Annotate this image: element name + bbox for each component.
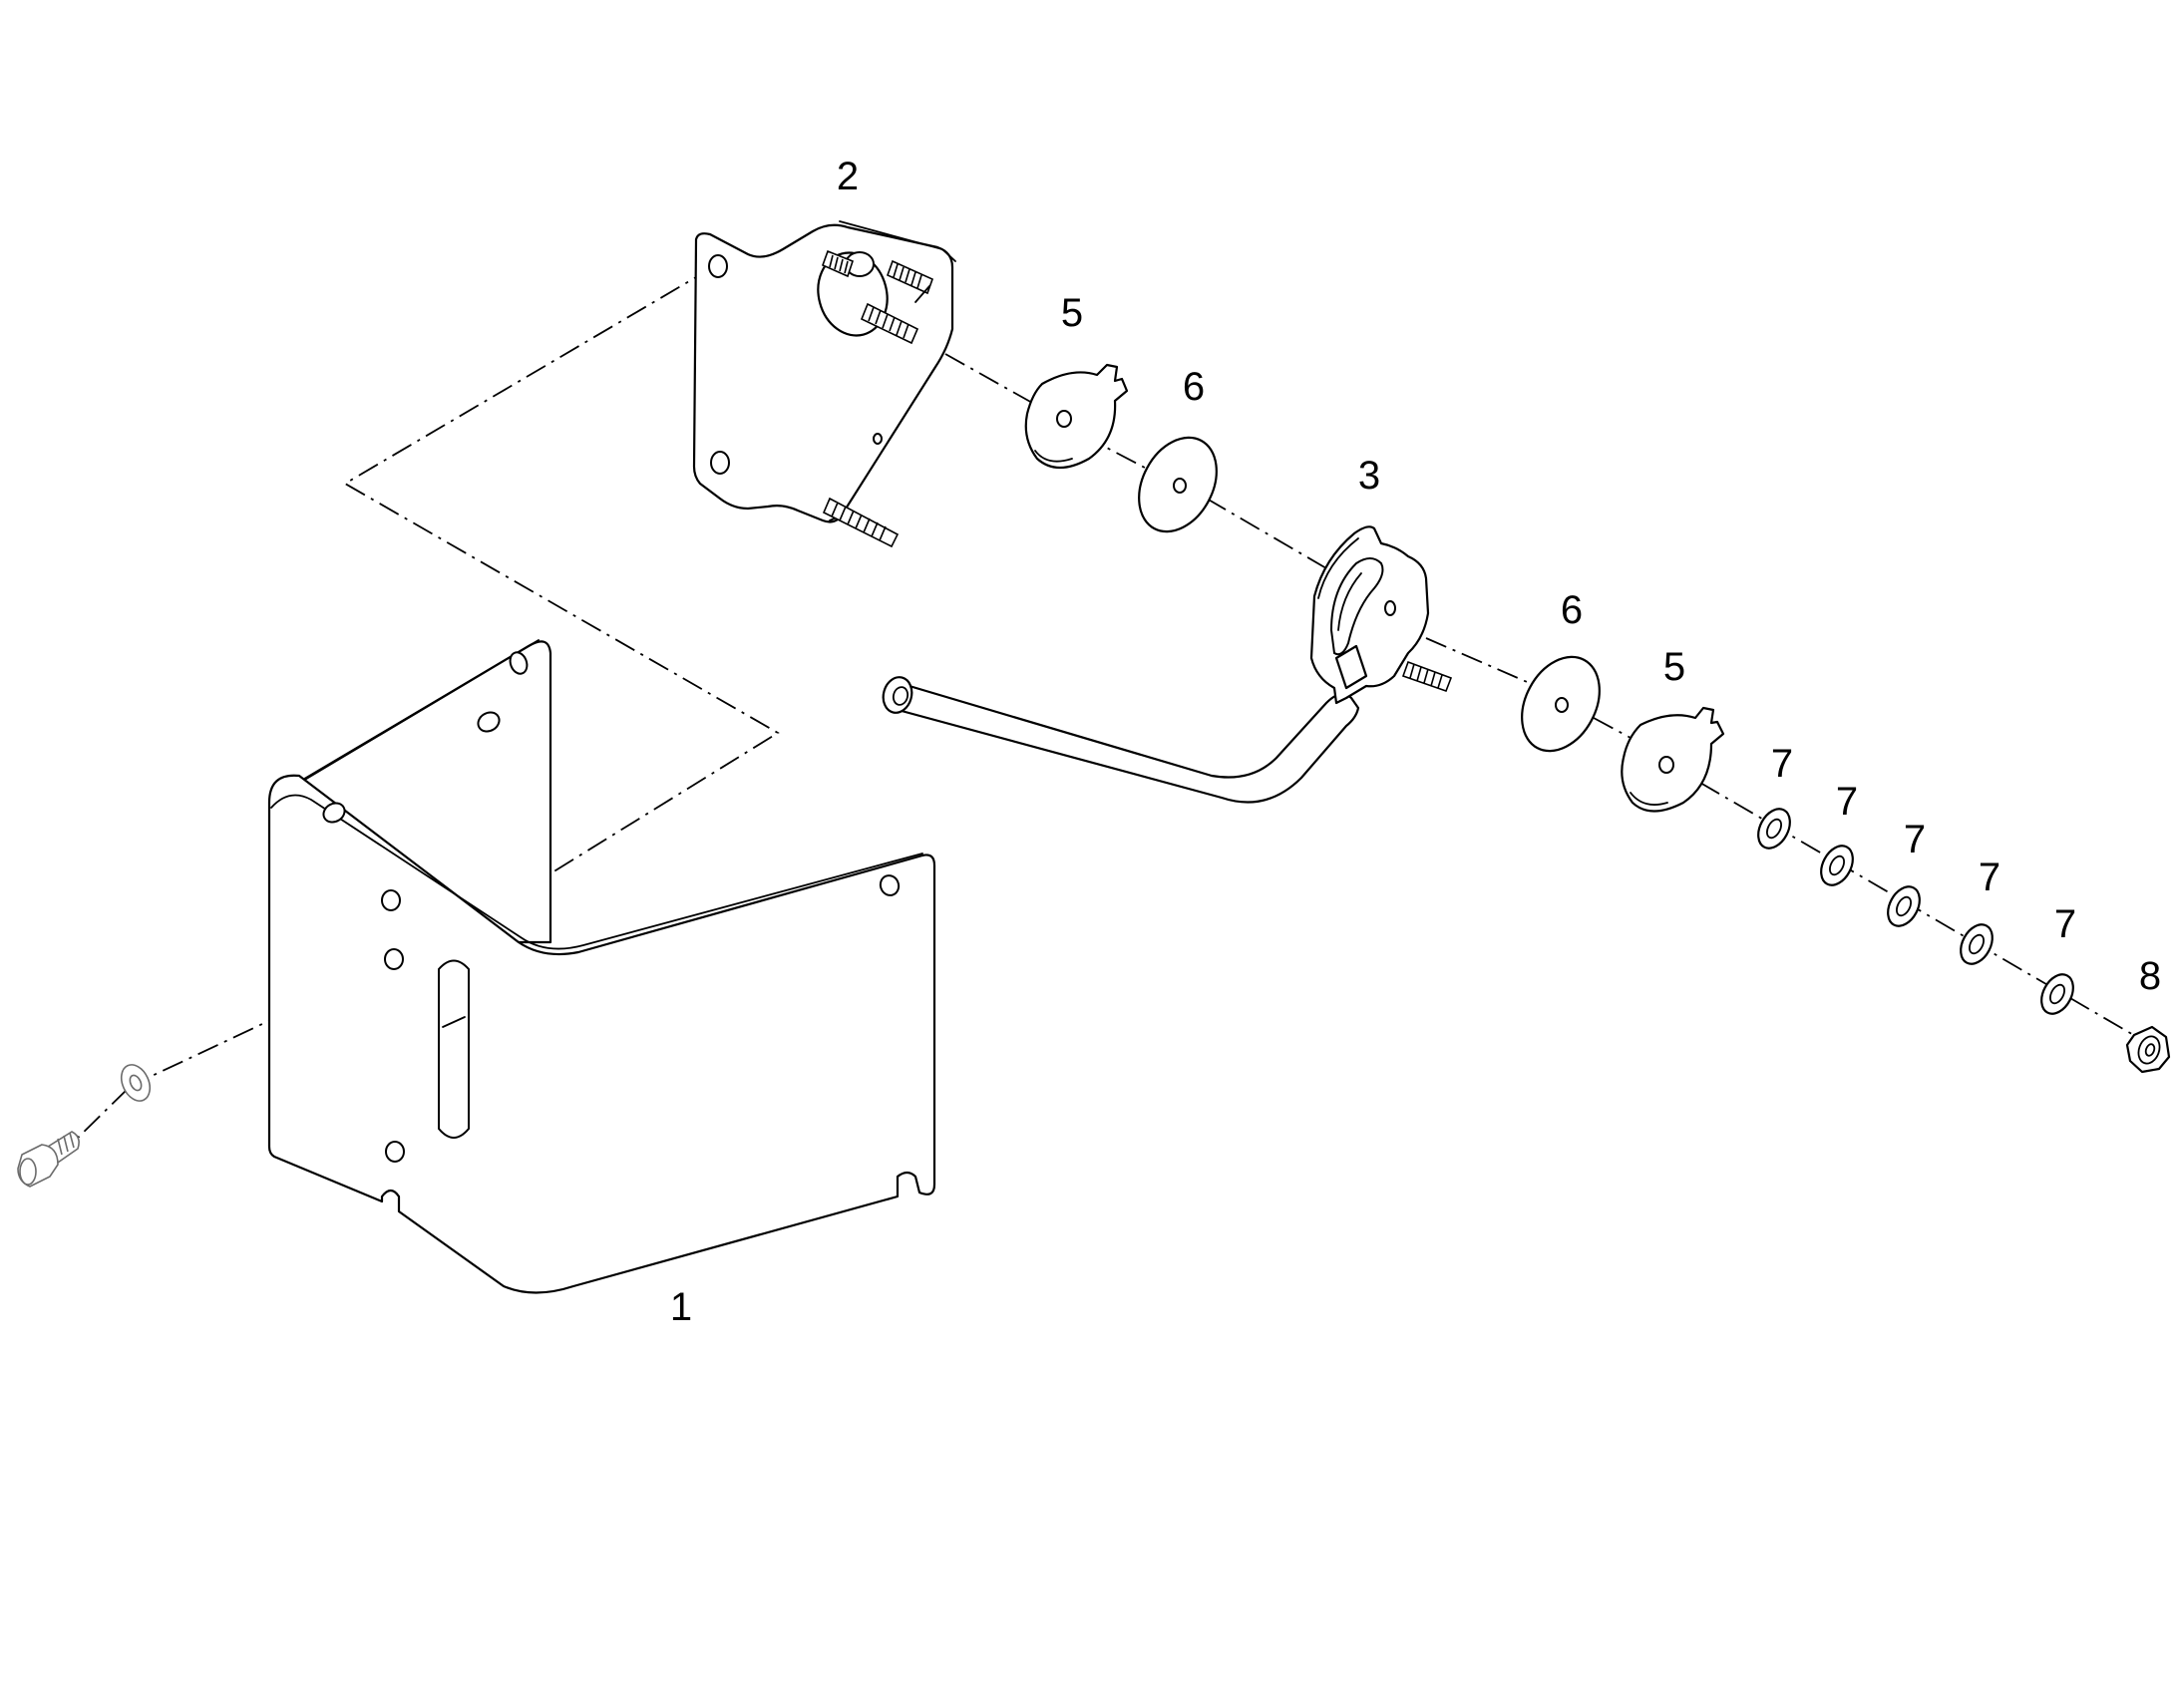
- callout-6: 6: [1561, 588, 1583, 632]
- lever-arm: [882, 525, 1453, 804]
- bracket-hole: [385, 1141, 405, 1163]
- plate-stud: [886, 259, 934, 295]
- plate-stud: [860, 302, 919, 345]
- callout-8: 8: [2139, 954, 2161, 998]
- bracket-hole: [384, 948, 404, 970]
- callout-5: 5: [1663, 645, 1685, 689]
- plate-hole: [708, 254, 728, 278]
- plate-hole: [873, 433, 883, 445]
- callout-3: 3: [1358, 454, 1380, 498]
- mounting-bracket: [267, 639, 936, 1294]
- bracket-front-panel: [267, 774, 936, 1294]
- spring-washer: [1757, 808, 1791, 850]
- bracket-hole: [477, 711, 501, 733]
- callout-5: 5: [1061, 291, 1083, 335]
- bracket-slot: [438, 959, 470, 1139]
- plate-stud: [822, 497, 900, 548]
- hex-bolt: [17, 1131, 80, 1188]
- lever-stud: [1401, 660, 1453, 693]
- callout-7: 7: [1979, 855, 2000, 899]
- plate-stud: [821, 249, 854, 278]
- spring-washer: [1887, 885, 1921, 927]
- callout-6: 6: [1183, 365, 1205, 409]
- spring-washers: [1757, 808, 2074, 1015]
- friction-disc-lower: [1621, 706, 1725, 813]
- lever-rod-end: [882, 676, 913, 714]
- plate-hole: [710, 451, 730, 475]
- bracket-hole: [322, 802, 346, 824]
- lever-rod: [889, 679, 1360, 804]
- bracket-hole: [879, 874, 901, 896]
- callout-7: 7: [2054, 902, 2076, 946]
- spring-washer: [1960, 923, 1994, 965]
- washer-plate-lower: [1521, 655, 1601, 753]
- friction-disc-upper: [1024, 363, 1129, 470]
- bracket-hole: [509, 651, 529, 675]
- spring-washer: [2040, 973, 2074, 1015]
- callout-7: 7: [1836, 780, 1858, 824]
- washer-plate-upper: [1138, 436, 1218, 533]
- bracket-hole: [381, 889, 401, 911]
- callout-7: 7: [1771, 742, 1793, 786]
- mounting-plate: [692, 220, 956, 548]
- callout-1: 1: [670, 1285, 692, 1329]
- bolt-washer: [120, 1064, 152, 1102]
- callout-2: 2: [837, 155, 859, 198]
- callout-labels: 1 2 3 5 6 6 5 7 7 7 7 7 8: [670, 155, 2161, 1329]
- lever-slot: [1329, 557, 1384, 656]
- callout-7: 7: [1904, 818, 1926, 861]
- spring-washer: [1820, 845, 1854, 886]
- leader-plate-to-bracket: [343, 266, 780, 928]
- hex-nut: [2125, 1025, 2171, 1074]
